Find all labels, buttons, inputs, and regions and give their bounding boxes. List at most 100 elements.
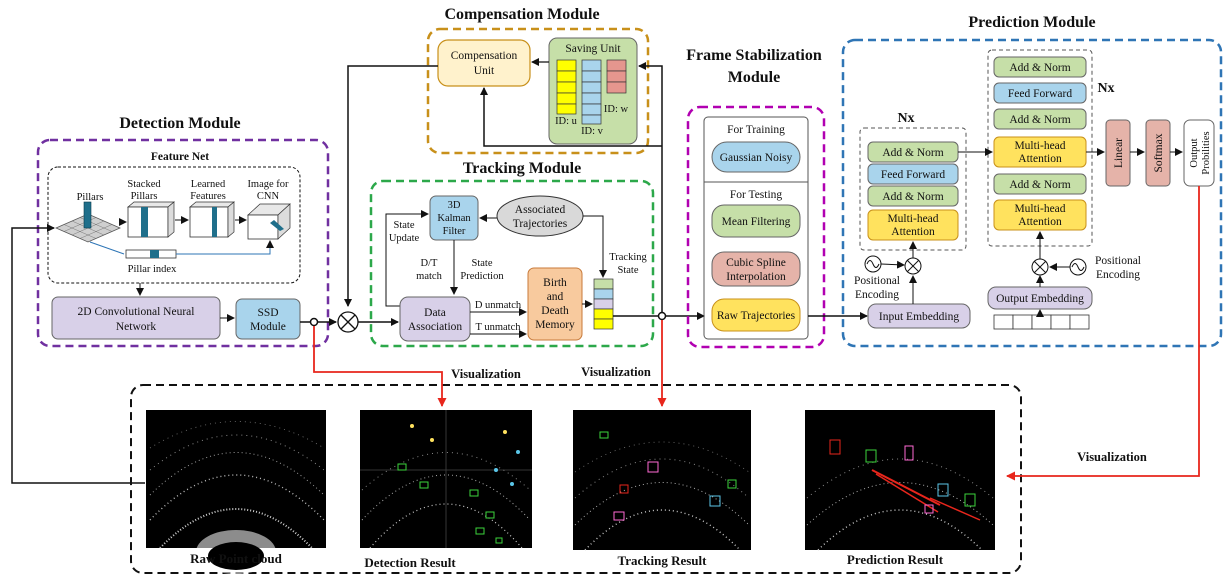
compensation-module: Compensation Module Compensation Unit Sa… bbox=[426, 6, 650, 155]
ssd-block bbox=[235, 298, 301, 340]
data-association-label: Data bbox=[424, 307, 446, 319]
raw-point-cloud-image bbox=[146, 410, 326, 574]
decoder-add-norm-3 bbox=[993, 173, 1087, 195]
pillars-grid-icon bbox=[55, 201, 121, 243]
for-testing-label: For Testing bbox=[730, 189, 783, 201]
encoder-pos-enc-label-2: Encoding bbox=[855, 289, 899, 301]
mean-filtering-label: Mean Filtering bbox=[722, 216, 791, 228]
detection-module-title: Detection Module bbox=[119, 115, 240, 132]
linear-label: Linear bbox=[1113, 138, 1125, 168]
kalman-label-1: 3D bbox=[448, 200, 461, 211]
visualization-label-prediction: Visualization bbox=[1077, 450, 1147, 464]
linear-block bbox=[1105, 119, 1131, 187]
decoder-feed-forward-label: Feed Forward bbox=[1008, 88, 1072, 100]
detection-junction-dot bbox=[309, 317, 319, 327]
tracking-state-label: Tracking bbox=[609, 252, 647, 263]
visualization-label-detection: Visualization bbox=[451, 367, 521, 381]
stacked-pillars-icon bbox=[127, 201, 175, 238]
prediction-module-border bbox=[841, 38, 1223, 348]
encoder-add-norm-2 bbox=[867, 185, 959, 207]
cubic-spline-label-2: Interpolation bbox=[726, 271, 786, 283]
decoder-mha-1-label-2: Attention bbox=[1018, 153, 1062, 165]
birth-label-3: Death bbox=[541, 305, 569, 317]
frame-stabilization-title-2: Module bbox=[728, 69, 780, 86]
output-prob-label-2: Probilities bbox=[1201, 131, 1212, 174]
raw-trajectories-label: Raw Trajectories bbox=[717, 310, 796, 322]
decoder-add-norm-2-label: Add & Norm bbox=[1009, 114, 1070, 126]
image-for-cnn-label-2: CNN bbox=[257, 191, 280, 202]
decoder-multihead-attention-2 bbox=[993, 199, 1087, 231]
stacked-pillars-label-2: Pillars bbox=[131, 191, 158, 202]
visualization-label-tracking: Visualization bbox=[581, 365, 651, 379]
state-update-label: State bbox=[394, 220, 415, 231]
pillar-index-bar bbox=[125, 249, 177, 259]
cnn-image-icon bbox=[247, 203, 291, 240]
decoder-nx-label: Nx bbox=[1097, 81, 1114, 96]
frame-stabilization-title: Frame Stabilization bbox=[686, 47, 822, 64]
compensation-unit-label: Compensation bbox=[451, 50, 518, 62]
encoder-nx-label: Nx bbox=[897, 111, 914, 126]
tracking-junction-dot bbox=[657, 311, 667, 321]
data-association-label-2: Association bbox=[408, 321, 463, 333]
cnn-label-2: Network bbox=[116, 321, 156, 333]
associated-trajectories-block bbox=[496, 195, 584, 237]
visualization-panel bbox=[130, 384, 1022, 574]
feature-net-box bbox=[47, 166, 301, 284]
encoder-feed-forward-label: Feed Forward bbox=[881, 169, 945, 181]
decoder-multiply-icon bbox=[1031, 258, 1049, 276]
raw-trajectories-block bbox=[711, 298, 801, 332]
output-prob-label: Output bbox=[1189, 138, 1200, 167]
encoder-pos-enc-label: Positional bbox=[854, 275, 900, 287]
tracking-state-label-2: State bbox=[618, 265, 639, 276]
image-for-cnn-label: Image for bbox=[247, 179, 289, 190]
decoder-add-norm-1 bbox=[993, 56, 1087, 78]
softmax-label: Softmax bbox=[1153, 133, 1165, 172]
tracking-state-stack bbox=[593, 278, 614, 330]
raw-point-cloud-caption: Raw Point cloud bbox=[190, 551, 283, 566]
merge-circle-x-icon bbox=[337, 311, 359, 333]
detection-result-caption: Detection Result bbox=[364, 555, 456, 570]
frame-stabilization-border bbox=[686, 105, 826, 349]
encoder-mha-label-2: Attention bbox=[891, 226, 935, 238]
encoder-positional-encoding-icon bbox=[864, 255, 882, 273]
id-v-label: ID: v bbox=[581, 126, 604, 137]
tracking-result-caption: Tracking Result bbox=[618, 553, 708, 568]
for-training-label: For Training bbox=[727, 124, 785, 136]
data-association-block bbox=[399, 296, 471, 342]
detection-module-border bbox=[36, 138, 330, 348]
cubic-spline-label: Cubic Spline bbox=[726, 257, 786, 269]
frame-inner-box bbox=[703, 116, 809, 340]
t-unmatch-label: T unmatch bbox=[475, 322, 521, 333]
birth-label-1: Birth bbox=[543, 277, 567, 289]
encoder-multiply-icon bbox=[904, 257, 922, 275]
associated-label-1: Associated bbox=[515, 204, 566, 216]
dt-match-label-2: match bbox=[416, 271, 442, 282]
mean-filtering-block bbox=[711, 204, 801, 238]
output-sequence-cells bbox=[993, 314, 1090, 330]
birth-label-4: Memory bbox=[535, 319, 575, 331]
cnn-label: 2D Convolutional Neural bbox=[78, 306, 195, 318]
gaussian-noisy-label: Gaussian Noisy bbox=[720, 152, 793, 164]
pillars-label: Pillars bbox=[77, 192, 104, 203]
id-w-stack bbox=[606, 59, 627, 94]
decoder-add-norm-2 bbox=[993, 108, 1087, 130]
prediction-result-caption: Prediction Result bbox=[847, 552, 944, 567]
compensation-module-border bbox=[426, 27, 650, 155]
pillar-index-label: Pillar index bbox=[128, 264, 177, 275]
saving-unit-label: Saving Unit bbox=[565, 43, 621, 55]
compensation-module-title: Compensation Module bbox=[444, 6, 599, 23]
softmax-block bbox=[1145, 119, 1171, 187]
detection-module: Detection Module Feature Net Pillars Sta… bbox=[36, 115, 330, 348]
state-update-label-2: Update bbox=[389, 233, 420, 244]
tracking-module: Tracking Module 3D Kalman Filter Associa… bbox=[369, 160, 655, 348]
decoder-add-norm-1-label: Add & Norm bbox=[1009, 62, 1070, 74]
feature-net-label: Feature Net bbox=[151, 151, 209, 163]
prediction-module-title: Prediction Module bbox=[968, 14, 1095, 31]
input-embedding-block bbox=[867, 303, 971, 329]
decoder-mha-2-label-2: Attention bbox=[1018, 216, 1062, 228]
gaussian-noisy-block bbox=[711, 141, 801, 173]
birth-label-2: and bbox=[547, 291, 564, 303]
id-u-stack bbox=[556, 59, 577, 115]
prediction-module: Prediction Module Nx Add & Norm Feed For… bbox=[841, 14, 1223, 348]
